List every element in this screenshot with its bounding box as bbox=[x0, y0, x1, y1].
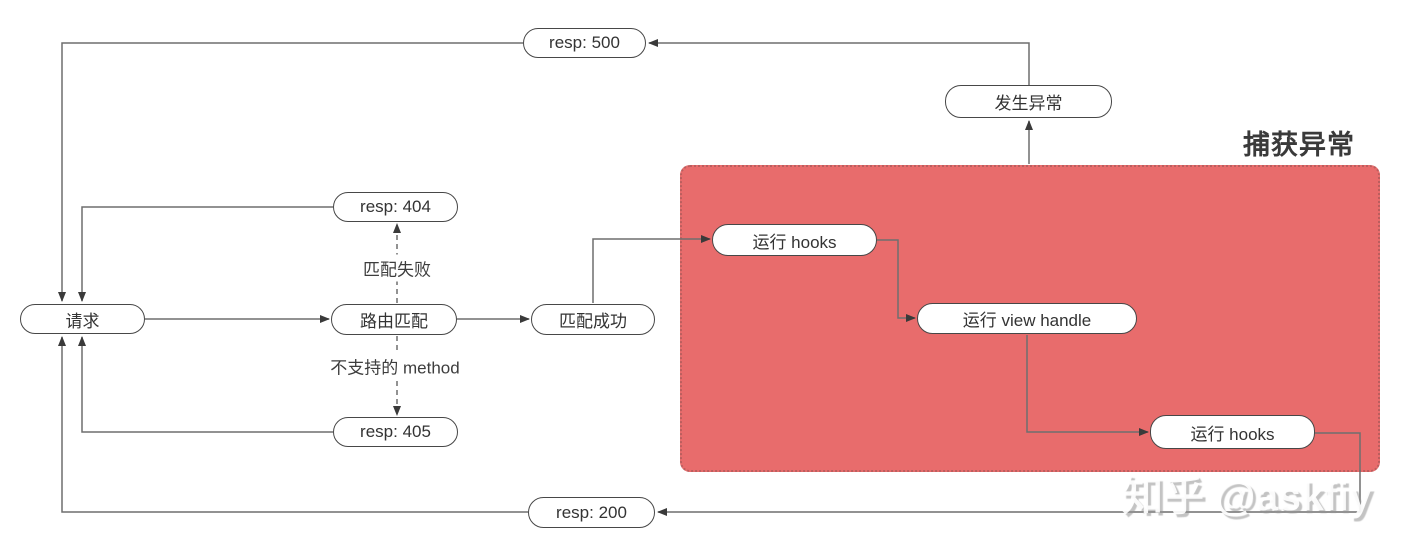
node-route-match: 路由匹配 bbox=[331, 304, 457, 335]
edge-run-hooks-post-to-resp200 bbox=[657, 432, 1361, 516]
edge-view-handle-to-run-hooks-post bbox=[1026, 335, 1149, 436]
node-request: 请求 bbox=[20, 304, 145, 334]
node-run-hooks-post: 运行 hooks bbox=[1150, 415, 1315, 449]
edge-label-unsupported-method: 不支持的 method bbox=[325, 352, 465, 380]
node-resp-500: resp: 500 bbox=[523, 28, 646, 58]
catch-exception-title: 捕获异常 bbox=[1243, 130, 1355, 160]
node-run-hooks-pre: 运行 hooks bbox=[712, 224, 877, 256]
node-run-view-handle: 运行 view handle bbox=[917, 303, 1137, 334]
edge-run-hooks-pre-to-view-handle bbox=[877, 239, 916, 322]
node-match-success: 匹配成功 bbox=[531, 304, 655, 335]
edge-resp404-to-request bbox=[78, 206, 333, 302]
edge-resp500-to-request bbox=[58, 42, 523, 302]
edge-resp405-to-request bbox=[78, 336, 333, 433]
node-exception-occurred: 发生异常 bbox=[945, 85, 1112, 118]
zhihu-watermark: 知乎 @askfiy bbox=[1122, 473, 1372, 519]
edge-resp200-to-request bbox=[58, 336, 528, 513]
node-resp-200: resp: 200 bbox=[528, 497, 655, 528]
edge-label-match-fail: 匹配失败 bbox=[358, 254, 436, 282]
edge-match-success-to-run-hooks-pre bbox=[592, 235, 711, 303]
node-resp-405: resp: 405 bbox=[333, 417, 458, 447]
edge-exception-to-resp500 bbox=[648, 39, 1030, 85]
node-resp-404: resp: 404 bbox=[333, 192, 458, 222]
